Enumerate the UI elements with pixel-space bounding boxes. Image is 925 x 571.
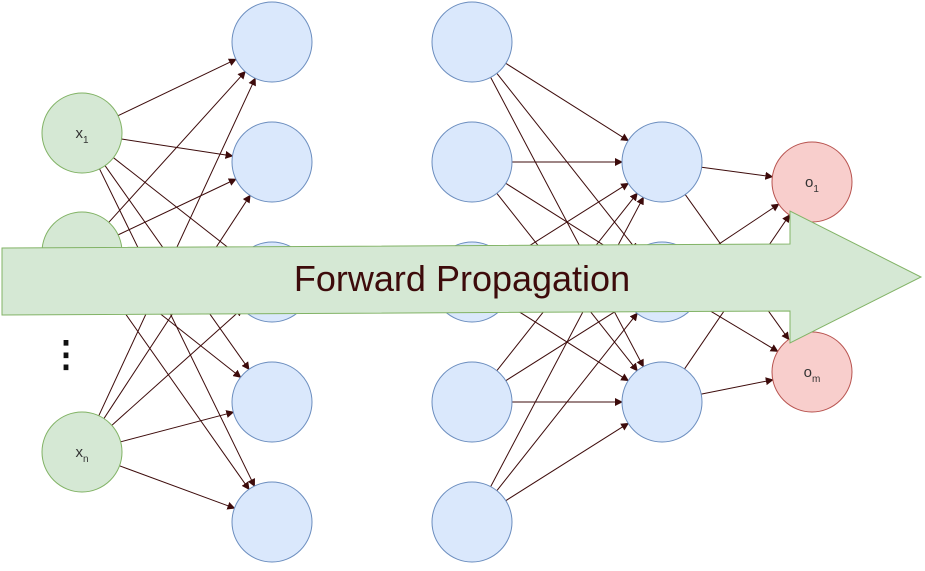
edge-hidden2-hidden3 bbox=[490, 196, 644, 487]
input-node-1 bbox=[41, 92, 123, 174]
hidden-node-layer1-4 bbox=[231, 361, 313, 443]
input-node-n bbox=[41, 411, 123, 493]
hidden-node-layer1-5 bbox=[231, 481, 313, 563]
forward-propagation-arrow: Forward Propagation bbox=[1, 210, 923, 344]
edge-hidden2-hidden3 bbox=[505, 62, 630, 142]
edge-input-hidden1 bbox=[111, 308, 243, 426]
input-label-1: x1 bbox=[75, 125, 89, 146]
edge-input-hidden1 bbox=[117, 58, 237, 117]
output-label-m: om bbox=[804, 364, 821, 385]
hidden-node-layer3-3 bbox=[621, 361, 703, 443]
hidden-node-layer2-1 bbox=[431, 1, 513, 83]
edge-input-hidden1 bbox=[104, 284, 250, 491]
hidden-node-layer2-2 bbox=[431, 121, 513, 203]
hidden-node-layer1-1 bbox=[231, 1, 313, 83]
ellipsis-vertical: ⋮ bbox=[48, 333, 84, 374]
hidden-node-layer3-1 bbox=[621, 121, 703, 203]
edge-hidden2-hidden3 bbox=[496, 312, 638, 491]
output-label-1: o1 bbox=[805, 174, 819, 195]
edge-hidden3-output bbox=[701, 166, 774, 180]
output-node-m bbox=[771, 331, 853, 413]
edge-input-hidden1 bbox=[108, 70, 246, 223]
edge-input-hidden1 bbox=[119, 465, 236, 510]
edge-input-hidden1 bbox=[120, 410, 235, 443]
edge-hidden2-hidden3 bbox=[505, 422, 630, 502]
input-label-n: xn bbox=[75, 444, 88, 465]
edge-hidden3-output bbox=[701, 377, 774, 395]
edge-input-hidden1 bbox=[117, 178, 237, 236]
forward-propagation-label: Forward Propagation bbox=[294, 258, 630, 299]
hidden-node-layer1-2 bbox=[231, 121, 313, 203]
forward-arrow-shape bbox=[1, 210, 923, 344]
hidden-node-layer2-5 bbox=[431, 481, 513, 563]
hidden-node-layer2-4 bbox=[431, 361, 513, 443]
